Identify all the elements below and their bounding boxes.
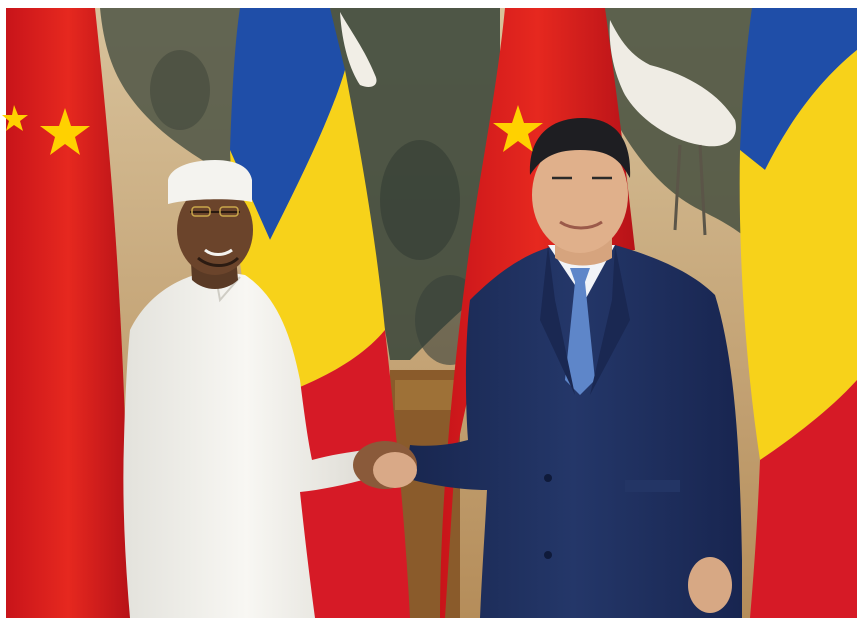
suit <box>405 245 742 618</box>
flag-star-icon <box>2 105 28 131</box>
chad-flag-icon <box>739 8 857 618</box>
person-white-robe-icon <box>123 160 370 618</box>
suit-button <box>544 474 552 482</box>
robe <box>123 270 370 618</box>
suit-button <box>544 551 552 559</box>
flag-star-icon <box>493 105 543 152</box>
flag-star-icon <box>40 108 90 155</box>
hair <box>529 118 631 178</box>
person-navy-suit-icon <box>405 118 742 618</box>
cap <box>168 160 252 204</box>
face <box>532 137 628 253</box>
handshake-icon <box>353 441 417 489</box>
suit-pocket <box>625 480 680 492</box>
china-flag-icon <box>2 8 130 618</box>
tie <box>565 268 595 395</box>
